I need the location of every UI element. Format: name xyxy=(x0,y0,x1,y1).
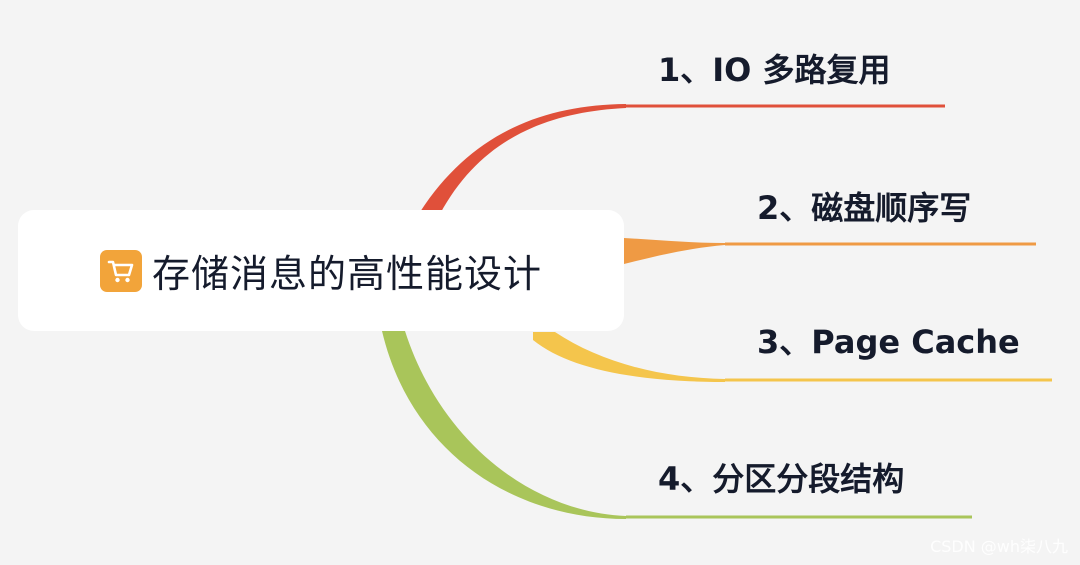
branch-node-io-multiplexing[interactable]: 1、IO 多路复用 xyxy=(658,51,891,89)
root-node-title: 存储消息的高性能设计 xyxy=(151,252,542,296)
branch-node-partition-segment[interactable]: 4、分区分段结构 xyxy=(658,460,905,498)
branch-node-page-cache[interactable]: 3、Page Cache xyxy=(757,323,1020,361)
shopping-cart-glyph xyxy=(107,260,134,282)
shopping-cart-icon xyxy=(99,249,142,292)
branch-node-sequential-disk-write[interactable]: 2、磁盘顺序写 xyxy=(757,189,972,227)
root-node[interactable]: 存储消息的高性能设计 xyxy=(18,210,624,331)
root-node-content: 存储消息的高性能设计 xyxy=(99,243,542,298)
watermark-text: CSDN @wh柒八九 xyxy=(930,537,1068,556)
branch-link-3 xyxy=(533,332,725,382)
branch-link-4 xyxy=(382,331,626,519)
branch-link-2 xyxy=(624,238,725,264)
branch-link-1 xyxy=(420,104,626,214)
